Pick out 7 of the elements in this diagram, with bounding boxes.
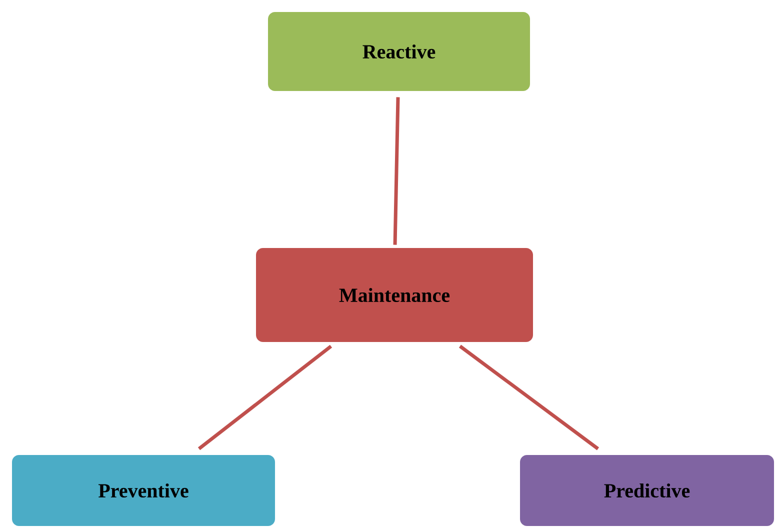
process-box: Maintenance [256,248,533,342]
process-box: Predictive [520,455,774,526]
connector-line [198,344,332,450]
connector-line [458,344,600,450]
process-box: Reactive [268,12,530,91]
connector-line [393,97,400,245]
process-box: Preventive [12,455,275,526]
